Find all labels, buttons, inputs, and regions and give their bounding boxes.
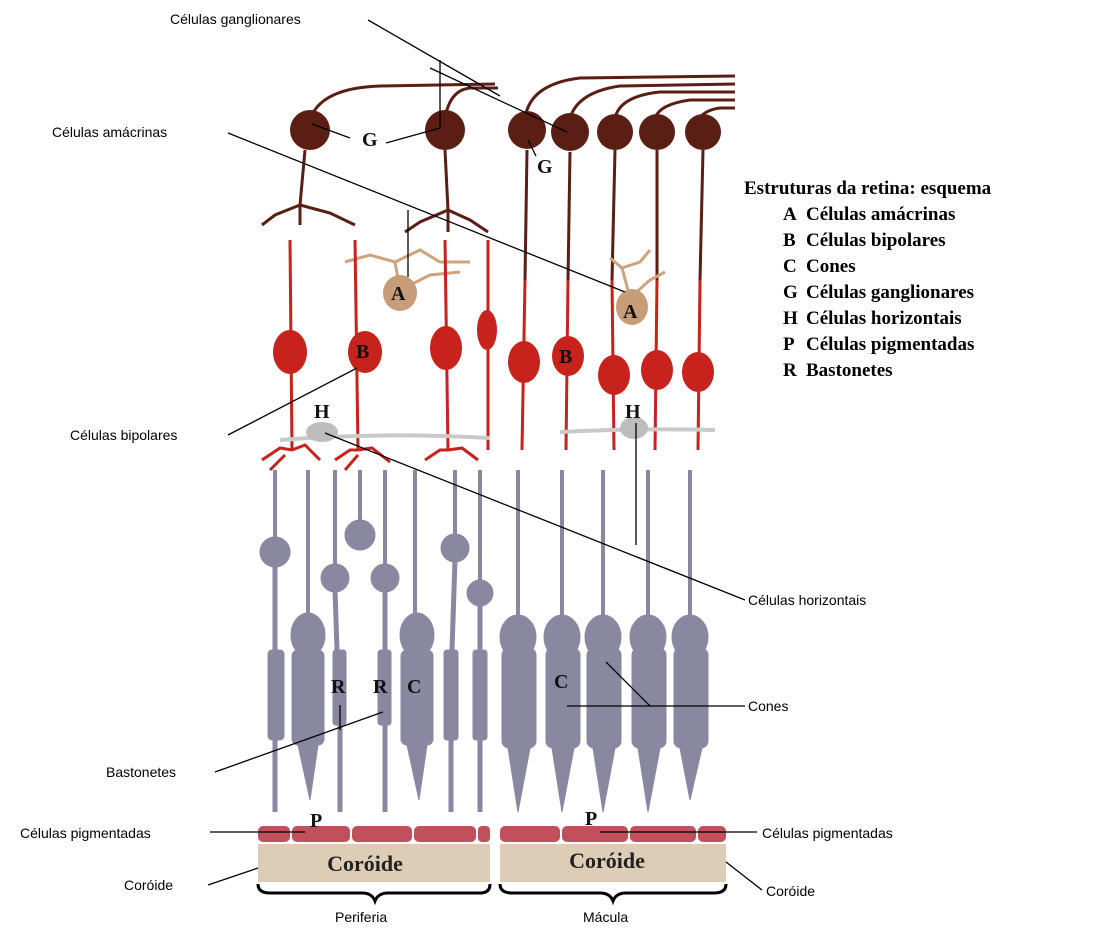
brackets (258, 884, 726, 901)
legend-item: H Células horizontais (783, 308, 962, 329)
legend-letter: H (783, 308, 798, 329)
letter-b-2: B (559, 346, 572, 368)
letter-c-2: C (554, 671, 568, 693)
letter-h-1: H (314, 401, 330, 423)
letter-r-1: R (331, 676, 346, 698)
label-ganglion-cells: Células ganglionares (170, 11, 301, 27)
legend-letter: A (783, 204, 797, 225)
legend-text: Células amácrinas (806, 204, 955, 225)
label-choroid-right: Coróide (766, 883, 815, 899)
legend-item: C Cones (783, 256, 856, 277)
letter-p-1: P (310, 810, 322, 832)
label-rods: Bastonetes (106, 764, 176, 780)
letter-a-2: A (623, 301, 638, 323)
legend: Estruturas da retina: esquema A Células … (744, 178, 992, 381)
periphery-bracket (258, 884, 490, 901)
legend-item: R Bastonetes (783, 360, 893, 381)
ganglion-cells (290, 110, 721, 151)
letter-b-1: B (356, 341, 369, 363)
letter-h-2: H (625, 401, 641, 423)
legend-letter: C (783, 256, 797, 277)
pigment-epithelium (258, 826, 726, 842)
label-horizontal-cells: Células horizontais (748, 592, 866, 608)
letter-g-1: G (362, 129, 378, 151)
label-pigment-cells-right: Células pigmentadas (762, 825, 893, 841)
macula-bracket (500, 884, 726, 901)
letter-r-2: R (373, 676, 388, 698)
legend-item: G Células ganglionares (783, 282, 974, 303)
legend-letter: G (783, 282, 798, 303)
label-periphery: Periferia (335, 909, 387, 925)
legend-letter: B (783, 230, 796, 251)
photoreceptors (260, 470, 708, 812)
legend-text: Células pigmentadas (806, 334, 974, 355)
ganglion-dendrites (262, 150, 488, 232)
label-macula: Mácula (583, 909, 628, 925)
legend-text: Cones (806, 256, 856, 277)
legend-item: A Células amácrinas (783, 204, 955, 225)
letter-c-1: C (407, 676, 421, 698)
letter-g-2: G (537, 156, 553, 178)
legend-text: Células horizontais (806, 308, 962, 329)
legend-letter: R (783, 360, 797, 381)
label-amacrine-cells: Células amácrinas (52, 124, 167, 140)
legend-item: P Células pigmentadas (783, 334, 974, 355)
legend-letter: P (783, 334, 795, 355)
label-pigment-cells-left: Células pigmentadas (20, 825, 151, 841)
legend-text: Células ganglionares (806, 282, 974, 303)
label-choroid-left: Coróide (124, 877, 173, 893)
horizontal-cells (280, 417, 715, 442)
leader-lines (208, 20, 762, 890)
legend-text: Bastonetes (806, 360, 893, 381)
choroid-band-label-periphery: Coróide (327, 851, 403, 876)
legend-title: Estruturas da retina: esquema (744, 178, 992, 199)
callout-labels: Células ganglionares Células amácrinas C… (20, 11, 893, 925)
letter-p-2: P (585, 808, 597, 830)
letter-a-1: A (391, 283, 406, 305)
legend-item: B Células bipolares (783, 230, 946, 251)
label-bipolar-cells: Células bipolares (70, 427, 177, 443)
label-cones: Cones (748, 698, 788, 714)
legend-text: Células bipolares (806, 230, 946, 251)
choroid-band: Coróide Coróide (258, 844, 726, 882)
choroid-band-label-macula: Coróide (569, 848, 645, 873)
